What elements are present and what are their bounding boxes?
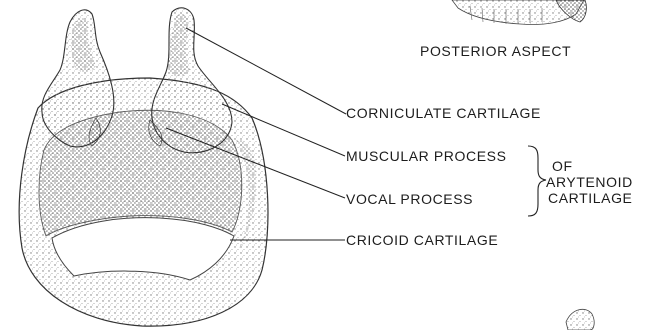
label-cricoid-cartilage: CRICOID CARTILAGE (346, 232, 498, 248)
arytenoid-brace (528, 146, 546, 216)
posterior-aspect-thumbnail (452, 0, 586, 25)
label-cartilage: CARTILAGE (548, 190, 633, 206)
label-arytenoid: ARYTENOID (546, 174, 633, 190)
label-corniculate-cartilage: CORNICULATE CARTILAGE (346, 105, 541, 121)
label-posterior-aspect: POSTERIOR ASPECT (420, 43, 571, 59)
posterior-fragment-bottom (566, 309, 594, 330)
label-of: OF (552, 158, 573, 174)
label-muscular-process: MUSCULAR PROCESS (346, 148, 507, 164)
label-vocal-process: VOCAL PROCESS (346, 191, 473, 207)
